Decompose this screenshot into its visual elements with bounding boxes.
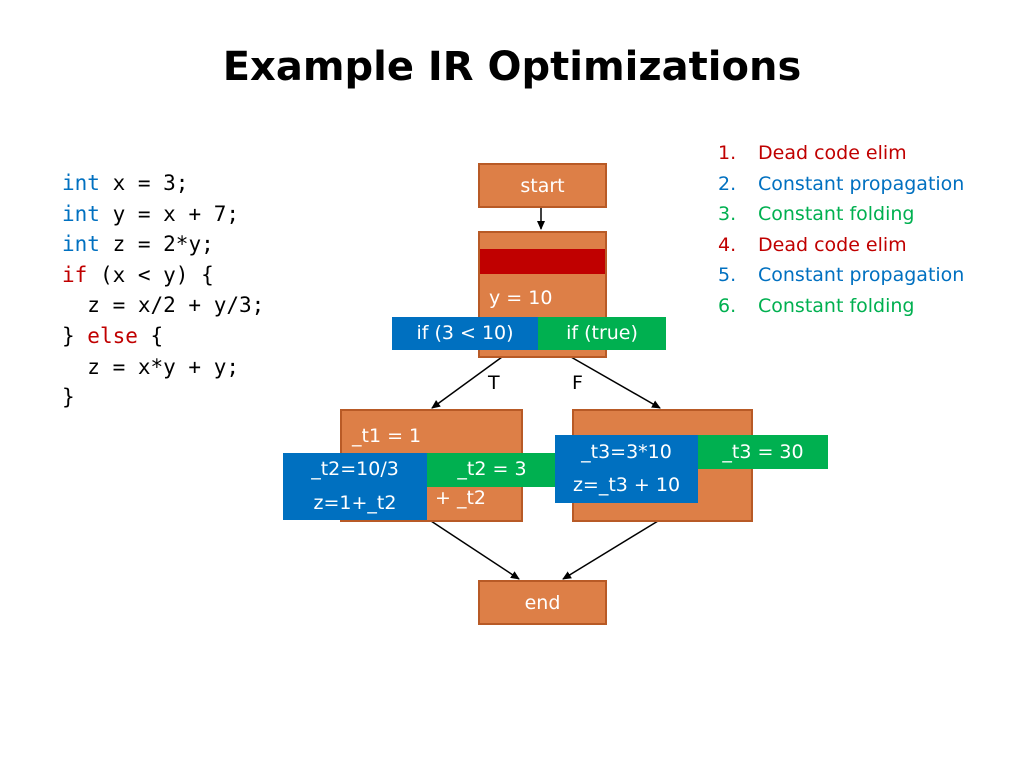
edge-false: [570, 356, 661, 409]
cond-folded: if (true): [538, 317, 666, 350]
code-line: int z = 2*y;: [62, 229, 264, 260]
optimization-item: 5. Constant propagation: [718, 260, 964, 291]
else-propagated-line2: z=_t3 + 10: [572, 474, 681, 496]
then-propagated-line2: z=1+_t2: [313, 492, 397, 514]
optimization-number: 2.: [718, 172, 737, 195]
edge-label-true: T: [488, 372, 500, 394]
optimization-label: Constant folding: [758, 294, 915, 317]
code-line: int x = 3;: [62, 168, 264, 199]
code-line: z = x/2 + y/3;: [62, 290, 264, 321]
optimization-list: 1. Dead code elim 2. Constant propagation 3.…: [718, 138, 964, 321]
code-line: if (x < y) {: [62, 260, 264, 291]
cond-propagated: if (3 < 10): [392, 317, 538, 350]
then-propagated: _t2=10/3 z=1+_t2: [283, 453, 427, 520]
edge-then-to-end: [430, 520, 520, 580]
code-text: z = x/2 + y/3;: [62, 293, 265, 318]
code-keyword-type: int: [62, 232, 100, 257]
edge-label-false: F: [572, 372, 583, 394]
optimization-label: Constant folding: [758, 203, 915, 225]
optimization-number: 3.: [718, 203, 737, 225]
then-remaining: + _t2: [435, 487, 486, 509]
else-folded: _t3 = 30: [698, 435, 828, 469]
end-label: end: [524, 592, 561, 614]
code-text: x = 3;: [99, 171, 189, 195]
optimization-number: 6.: [718, 294, 737, 317]
entry-assign: y = 10: [489, 287, 553, 309]
code-keyword-control: else: [87, 323, 138, 348]
edge-true: [431, 356, 503, 409]
cond-propagated-text: if (3 < 10): [416, 322, 514, 344]
slide-title: Example IR Optimizations: [222, 44, 802, 90]
source-code: int x = 3;int y = x + 7;int z = 2*y;if (…: [62, 168, 264, 413]
code-text: }: [62, 323, 88, 348]
else-propagated: _t3=3*10 z=_t3 + 10: [555, 435, 698, 503]
dead-code-removed-bar: [480, 249, 605, 274]
start-node: start: [478, 163, 607, 208]
optimization-item: 6. Constant folding: [718, 291, 964, 322]
optimization-item: 4. Dead code elim: [718, 230, 964, 261]
cond-folded-text: if (true): [566, 322, 638, 344]
end-node: end: [478, 580, 607, 625]
else-propagated-line1: _t3=3*10: [581, 441, 672, 463]
code-keyword-control: if: [62, 262, 88, 287]
code-text: (x < y) {: [87, 262, 214, 287]
edge-else-to-end: [562, 520, 659, 580]
code-line: int y = x + 7;: [62, 199, 264, 230]
code-text: }: [62, 385, 75, 410]
start-label: start: [520, 175, 565, 197]
code-keyword-type: int: [62, 201, 100, 226]
code-text: y = x + 7;: [99, 201, 240, 226]
code-text: z = 2*y;: [99, 232, 214, 257]
optimization-number: 1.: [718, 142, 737, 164]
then-folded-text: _t2 = 3: [457, 458, 527, 480]
code-keyword-type: int: [62, 171, 100, 195]
then-line1: _t1 = 1: [352, 425, 422, 447]
then-propagated-line1: _t2=10/3: [311, 458, 399, 480]
optimization-item: 3. Constant folding: [718, 199, 964, 230]
code-line: }: [62, 382, 264, 413]
optimization-label: Dead code elim: [758, 142, 907, 164]
code-line: } else {: [62, 321, 264, 352]
code-line: z = x*y + y;: [62, 352, 264, 383]
then-folded: _t2 = 3: [427, 453, 557, 487]
else-folded-text: _t3 = 30: [722, 441, 804, 463]
optimization-number: 4.: [718, 233, 737, 256]
optimization-label: Dead code elim: [758, 233, 907, 256]
code-text: z = x*y + y;: [62, 354, 240, 379]
code-text: {: [137, 323, 164, 348]
optimization-item: 2. Constant propagation: [718, 169, 964, 200]
optimization-label: Constant propagation: [758, 172, 965, 195]
optimization-item: 1. Dead code elim: [718, 138, 964, 169]
optimization-label: Constant propagation: [758, 264, 965, 286]
optimization-number: 5.: [718, 264, 737, 286]
